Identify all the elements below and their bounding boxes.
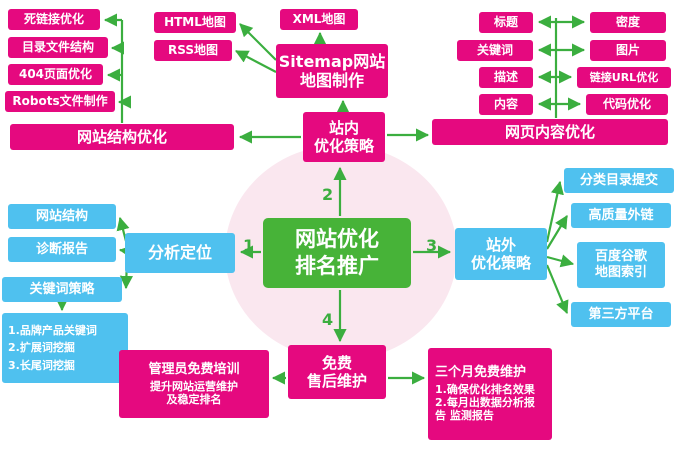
node-dead-link-optimization: 死链接优化 — [8, 9, 100, 30]
maintain-line-2: 2.每月出数据分析报 — [435, 396, 535, 410]
node-three-month-free-maintenance: 三个月免费维护 1.确保优化排名效果 2.每月出数据分析报 告 监测报告 — [428, 348, 552, 440]
node-description: 描述 — [479, 67, 533, 88]
maintain-line-3: 告 监测报告 — [435, 409, 494, 423]
node-page-content-optimization: 网页内容优化 — [432, 119, 668, 145]
center-line1: 网站优化 — [295, 226, 379, 251]
node-keywords: 关键词 — [457, 40, 533, 61]
training-title: 管理员免费培训 — [148, 362, 240, 378]
node-code-optimization: 代码优化 — [586, 94, 668, 115]
offsite-line2: 优化策略 — [470, 254, 531, 272]
node-third-party-platforms: 第三方平台 — [571, 302, 671, 327]
aftersale-line2: 售后维护 — [306, 372, 367, 390]
node-xml-sitemap: XML地图 — [280, 9, 358, 30]
node-sitemap-creation: Sitemap网站 地图制作 — [276, 44, 388, 98]
offsite-line1: 站外 — [485, 236, 516, 254]
node-title: 标题 — [479, 12, 533, 33]
training-line-2: 及稳定排名 — [166, 392, 222, 406]
node-html-sitemap: HTML地图 — [154, 12, 236, 33]
onsite-line2: 优化策略 — [313, 137, 374, 155]
node-website-structure: 网站结构 — [8, 204, 116, 229]
node-content: 内容 — [479, 94, 533, 115]
keyword-list-item-2: 2.扩展词挖掘 — [8, 341, 75, 355]
node-rss-sitemap: RSS地图 — [154, 40, 232, 61]
node-admin-free-training: 管理员免费培训 提升网站运营维护 及稳定排名 — [119, 350, 269, 418]
node-baidu-google-map-index: 百度谷歌 地图索引 — [577, 242, 665, 288]
maintain-line-1: 1.确保优化排名效果 — [435, 383, 535, 397]
node-images: 图片 — [590, 40, 666, 61]
branch-number-4: 4 — [322, 310, 334, 329]
node-diagnosis-report: 诊断报告 — [8, 237, 116, 262]
hub-onsite-optimization-strategy: 站内 优化策略 — [303, 112, 385, 162]
node-high-quality-backlinks: 高质量外链 — [571, 203, 671, 228]
node-keyword-list: 1.品牌产品关键词 2.扩展词挖掘 3.长尾词挖掘 — [2, 313, 128, 383]
node-keyword-strategy: 关键词策略 — [2, 277, 122, 302]
onsite-line1: 站内 — [328, 119, 359, 137]
maintain-title: 三个月免费维护 — [435, 365, 527, 381]
training-line-1: 提升网站运营维护 — [150, 379, 238, 393]
hub-analysis-positioning: 分析定位 — [125, 233, 235, 273]
node-density: 密度 — [590, 12, 666, 33]
center-line2: 排名推广 — [295, 254, 379, 278]
node-link-url-optimization: 链接URL优化 — [577, 67, 671, 88]
center-node-website-optimization: 网站优化 排名推广 — [263, 218, 411, 288]
sitemap-title-line1: Sitemap网站 — [278, 51, 386, 71]
node-robots-file-creation: Robots文件制作 — [5, 91, 115, 112]
hub-offsite-optimization-strategy: 站外 优化策略 — [455, 228, 547, 280]
node-directory-file-structure: 目录文件结构 — [8, 37, 108, 58]
keyword-list-item-3: 3.长尾词挖掘 — [8, 358, 75, 372]
map-index-line2: 地图索引 — [594, 265, 647, 280]
node-directory-submission: 分类目录提交 — [564, 168, 674, 193]
branch-number-2: 2 — [322, 185, 334, 204]
branch-number-3: 3 — [426, 236, 438, 255]
keyword-list-item-1: 1.品牌产品关键词 — [8, 323, 97, 337]
branch-number-1: 1 — [243, 236, 255, 255]
aftersale-line1: 免费 — [321, 354, 352, 372]
node-404-page-optimization: 404页面优化 — [8, 64, 103, 85]
hub-free-aftersale-maintenance: 免费 售后维护 — [288, 345, 386, 399]
sitemap-title-line2: 地图制作 — [299, 71, 364, 90]
node-site-structure-optimization: 网站结构优化 — [10, 124, 234, 150]
map-index-line1: 百度谷歌 — [594, 249, 647, 265]
